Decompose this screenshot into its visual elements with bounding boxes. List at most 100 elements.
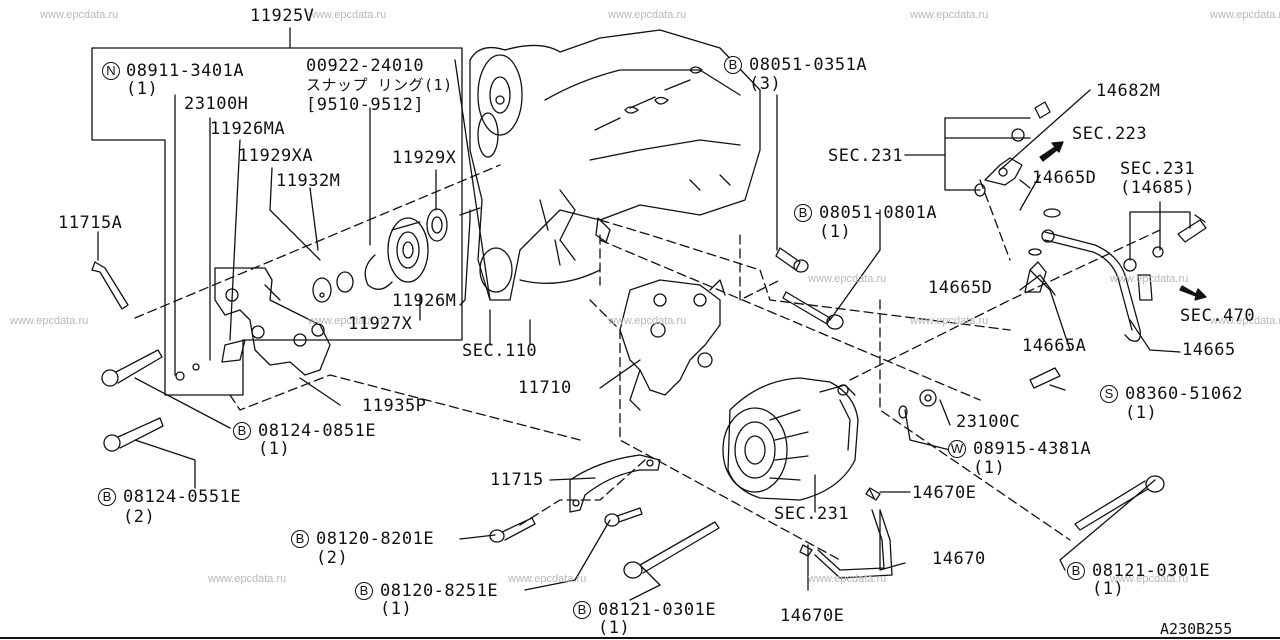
part-label-08124-0551e[interactable]: 08124-0551E (123, 487, 242, 507)
prefix-badge-b: B (291, 530, 309, 548)
bolt-08360-51062 (1029, 367, 1061, 389)
part-label-23100h[interactable]: 23100H (184, 94, 249, 114)
part-label-11935p[interactable]: 11935P (362, 396, 427, 416)
prefix-badge-b: B (794, 204, 812, 222)
part-label-11710[interactable]: 11710 (518, 378, 572, 398)
section-ref-sec231[interactable]: SEC.231 (1120, 159, 1196, 179)
prefix-badge-b: B (98, 488, 116, 506)
prefix-badge-b: B (1067, 562, 1085, 580)
prefix-badge-w: W (948, 440, 966, 458)
part-label-08051-0801a[interactable]: 08051-0801A (819, 203, 938, 223)
part-label-11929x[interactable]: 11929X (392, 148, 457, 168)
bolt-08051-0801a (782, 291, 844, 330)
bottom-border-line (0, 637, 1280, 639)
watermark-text: www.epcdata.ru (1110, 273, 1189, 285)
bolt-08124-0851e (101, 349, 200, 387)
section-ref-sec231[interactable]: SEC.231 (774, 504, 850, 524)
part-label-14670e[interactable]: 14670E (912, 483, 977, 503)
watermark-text: www.epcdata.ru (308, 315, 387, 327)
bracket-11710 (619, 279, 726, 411)
part-label-08911-3401a[interactable]: 08911-3401A (126, 61, 245, 81)
direction-arrows (1039, 141, 1207, 301)
part-label-14670e[interactable]: 14670E (780, 606, 845, 626)
part-label-14665d[interactable]: 14665D (928, 278, 993, 298)
part-label-08360-51062[interactable]: 08360-51062 (1125, 384, 1244, 404)
prefix-badge-b: B (233, 422, 251, 440)
bolt-08121-0301e-right (1074, 475, 1165, 531)
section-ref-sec231[interactable]: SEC.231 (828, 146, 904, 166)
part-label-08121-0301e[interactable]: 08121-0301E (598, 600, 717, 620)
part-label-08124-0851e[interactable]: 08124-0851E (258, 421, 377, 441)
part-label-11715a[interactable]: 11715A (58, 213, 123, 233)
quantity-label: (3) (749, 74, 782, 94)
part-label-14665a[interactable]: 14665A (1022, 336, 1087, 356)
part-label-23100c[interactable]: 23100C (956, 412, 1021, 432)
prefix-badge-n: N (102, 62, 120, 80)
watermark-text: www.epcdata.ru (1210, 9, 1280, 21)
prefix-badge-b: B (355, 582, 373, 600)
quantity-label: (1) (1092, 579, 1125, 599)
bolt-08051-0351a (775, 247, 809, 273)
part-label-11926m[interactable]: 11926M (392, 291, 457, 311)
section-ref-sub: (14685) (1120, 178, 1196, 198)
production-period: [9510-9512] (306, 95, 425, 115)
nut-23100c (919, 389, 937, 407)
bolt-08120-8201e (489, 517, 536, 543)
part-label-08915-4381a[interactable]: 08915-4381A (973, 439, 1092, 459)
watermark-text: www.epcdata.ru (40, 9, 119, 21)
quantity-label: (1) (1125, 403, 1158, 423)
part-label-08051-0351a[interactable]: 08051-0351A (749, 55, 868, 75)
engine-block (454, 29, 761, 301)
diagram-code: A230B255 (1160, 620, 1233, 638)
part-label-08120-8201e[interactable]: 08120-8201E (316, 529, 435, 549)
part-label-11929xa[interactable]: 11929XA (238, 146, 314, 166)
watermark-text: www.epcdata.ru (308, 9, 387, 21)
part-label-14670[interactable]: 14670 (932, 549, 986, 569)
section-ref-sec470[interactable]: SEC.470 (1180, 306, 1256, 326)
watermark-text: www.epcdata.ru (1110, 573, 1189, 585)
watermark-text: www.epcdata.ru (10, 315, 89, 327)
part-note-snap-ring: スナップ リング(1) (306, 76, 453, 94)
bracket-11935p (214, 267, 331, 376)
part-label-11932m[interactable]: 11932M (276, 171, 341, 191)
quantity-label: (1) (126, 79, 159, 99)
pipe-assembly-14682m (974, 101, 1061, 218)
part-label-11927x[interactable]: 11927X (348, 314, 413, 334)
part-label-11715[interactable]: 11715 (490, 470, 544, 490)
watermark-text: www.epcdata.ru (608, 315, 687, 327)
section-ref-sec223[interactable]: SEC.223 (1072, 124, 1148, 144)
assembly-callout-box (91, 27, 463, 396)
watermark-text: www.epcdata.ru (508, 573, 587, 585)
adjust-bolt-11715a (91, 261, 129, 310)
part-label-11926ma[interactable]: 11926MA (210, 119, 286, 139)
quantity-label: (2) (123, 507, 156, 527)
alternator (722, 377, 859, 501)
idler-pulley (312, 207, 481, 303)
bolt-08120-8251e (604, 507, 643, 527)
quantity-label: (1) (973, 458, 1006, 478)
quantity-label: (2) (316, 548, 349, 568)
quantity-label: (1) (819, 222, 852, 242)
bracket-11715 (569, 454, 661, 513)
washer-08915-4381a (898, 405, 908, 419)
part-label-08121-0301e[interactable]: 08121-0301E (1092, 561, 1211, 581)
section-ref-sec110[interactable]: SEC.110 (462, 341, 538, 361)
watermark-text: www.epcdata.ru (910, 9, 989, 21)
prefix-badge-b: B (724, 56, 742, 74)
watermark-text: www.epcdata.ru (208, 573, 287, 585)
part-label-14665[interactable]: 14665 (1182, 340, 1236, 360)
part-label-08120-8251e[interactable]: 08120-8251E (380, 581, 499, 601)
watermark-text: www.epcdata.ru (910, 315, 989, 327)
part-label-14682m[interactable]: 14682M (1096, 81, 1161, 101)
watermark-text: www.epcdata.ru (808, 573, 887, 585)
part-label-11925v[interactable]: 11925V (250, 6, 315, 26)
quantity-label: (1) (258, 439, 291, 459)
part-label-00922-24010[interactable]: 00922-24010 (306, 56, 425, 76)
quantity-label: (1) (380, 599, 413, 619)
bolt-08124-0551e (103, 417, 164, 452)
part-label-14665d[interactable]: 14665D (1032, 168, 1097, 188)
bolt-08121-0301e-lower (623, 521, 720, 579)
prefix-badge-b: B (573, 601, 591, 619)
